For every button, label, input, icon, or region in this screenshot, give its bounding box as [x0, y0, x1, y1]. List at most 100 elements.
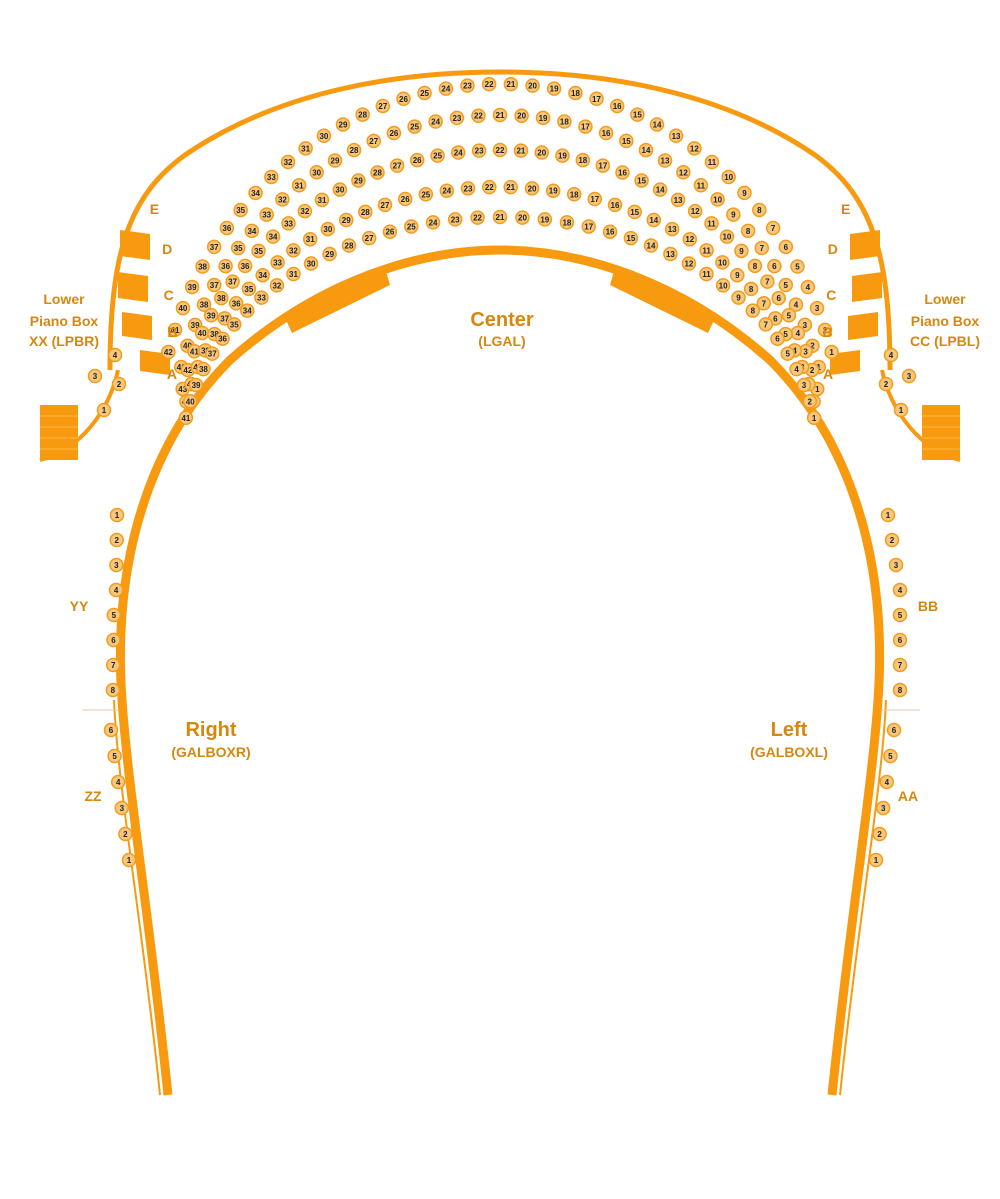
seat-bb-1[interactable]: 1 [880, 507, 896, 523]
seat-d-8[interactable]: 8 [740, 223, 756, 239]
seat-b-26[interactable]: 26 [397, 191, 413, 207]
seat-e-28[interactable]: 28 [355, 107, 370, 122]
seat-d-24[interactable]: 24 [428, 114, 443, 129]
seat-c-18[interactable]: 18 [575, 152, 591, 168]
seat-yy-2[interactable]: 2 [109, 532, 124, 548]
seat-bb-3[interactable]: 3 [888, 557, 904, 573]
seat-e-14[interactable]: 14 [649, 117, 665, 132]
seat-yy-4[interactable]: 4 [108, 582, 124, 598]
seat-a-30[interactable]: 30 [303, 256, 319, 271]
seat-b-30[interactable]: 30 [320, 221, 336, 237]
seat-a-9[interactable]: 9 [731, 290, 746, 305]
seat-c-35[interactable]: 35 [251, 243, 266, 259]
seat-xx-2[interactable]: 2 [111, 376, 127, 392]
seat-c-32[interactable]: 32 [297, 203, 313, 219]
seat-e-11[interactable]: 11 [704, 154, 720, 170]
seat-zz-1[interactable]: 1 [121, 852, 137, 868]
seat-b-28[interactable]: 28 [358, 204, 373, 220]
seat-c-28[interactable]: 28 [370, 165, 385, 180]
seat-b-33[interactable]: 33 [270, 255, 285, 270]
seat-c-12[interactable]: 12 [687, 203, 703, 219]
seat-a-33[interactable]: 33 [254, 290, 269, 305]
seat-c-26[interactable]: 26 [409, 152, 425, 168]
seat-b-8[interactable]: 8 [743, 281, 759, 297]
seat-c-13[interactable]: 13 [670, 192, 686, 208]
seat-bb-5[interactable]: 5 [892, 607, 908, 623]
seat-bb-8[interactable]: 8 [892, 682, 908, 698]
seat-a-3[interactable]: 3 [796, 377, 812, 393]
seat-aa-6[interactable]: 6 [886, 722, 902, 738]
seat-aa-4[interactable]: 4 [879, 774, 895, 790]
seat-aa-3[interactable]: 3 [875, 800, 891, 816]
seat-c-39[interactable]: 39 [203, 308, 219, 323]
seat-d-7[interactable]: 7 [754, 240, 770, 256]
seat-c-33[interactable]: 33 [281, 216, 296, 231]
seat-b-32[interactable]: 32 [286, 243, 301, 258]
seat-a-31[interactable]: 31 [286, 266, 301, 282]
seat-a-20[interactable]: 20 [515, 210, 530, 225]
seat-c-16[interactable]: 16 [615, 165, 630, 180]
seat-e-6[interactable]: 6 [778, 239, 794, 255]
seat-c-14[interactable]: 14 [652, 182, 668, 197]
seat-e-12[interactable]: 12 [687, 141, 702, 156]
seat-a-17[interactable]: 17 [581, 219, 596, 234]
seat-d-37[interactable]: 37 [206, 277, 222, 293]
seat-d-18[interactable]: 18 [557, 114, 572, 129]
seat-a-7[interactable]: 7 [758, 317, 774, 332]
seat-c-21[interactable]: 21 [513, 143, 529, 158]
seat-d-30[interactable]: 30 [309, 165, 324, 180]
seat-e-8[interactable]: 8 [752, 202, 767, 218]
seat-a-28[interactable]: 28 [341, 238, 357, 253]
seat-c-17[interactable]: 17 [595, 158, 611, 173]
seat-a-22[interactable]: 22 [470, 210, 485, 225]
seat-e-25[interactable]: 25 [417, 85, 432, 101]
seat-e-13[interactable]: 13 [668, 128, 684, 144]
seat-d-32[interactable]: 32 [275, 192, 290, 207]
seat-c-34[interactable]: 34 [265, 229, 281, 244]
seat-d-5[interactable]: 5 [778, 277, 794, 293]
seat-aa-2[interactable]: 2 [872, 826, 887, 842]
seat-a-4[interactable]: 4 [789, 361, 804, 377]
seat-d-12[interactable]: 12 [676, 165, 691, 180]
seat-a-27[interactable]: 27 [361, 230, 377, 246]
seat-a-11[interactable]: 11 [699, 266, 714, 282]
seat-e-34[interactable]: 34 [248, 185, 263, 201]
seat-cc-3[interactable]: 3 [901, 368, 917, 384]
seat-e-5[interactable]: 5 [790, 259, 805, 274]
seat-d-29[interactable]: 29 [327, 153, 343, 168]
seat-yy-3[interactable]: 3 [109, 557, 124, 573]
seat-e-4[interactable]: 4 [800, 279, 816, 295]
seat-a-16[interactable]: 16 [602, 224, 618, 239]
seat-c-10[interactable]: 10 [719, 229, 735, 244]
seat-c-7[interactable]: 7 [760, 274, 775, 289]
seat-c-40[interactable]: 40 [194, 325, 210, 341]
seat-b-27[interactable]: 27 [377, 197, 393, 213]
seat-b-35[interactable]: 35 [241, 281, 257, 297]
seat-a-1[interactable]: 1 [806, 410, 822, 426]
seat-d-21[interactable]: 21 [492, 107, 508, 123]
seat-b-15[interactable]: 15 [627, 204, 642, 220]
seat-zz-2[interactable]: 2 [118, 826, 133, 842]
seat-e-42[interactable]: 42 [161, 344, 176, 360]
seat-e-27[interactable]: 27 [375, 98, 391, 114]
seat-d-9[interactable]: 9 [726, 207, 741, 222]
seat-d-33[interactable]: 33 [259, 207, 274, 222]
seat-a-23[interactable]: 23 [447, 212, 463, 227]
seat-a-36[interactable]: 36 [215, 331, 230, 346]
seat-a-24[interactable]: 24 [425, 215, 441, 230]
seat-e-9[interactable]: 9 [737, 185, 752, 201]
seat-xx-1[interactable]: 1 [96, 402, 112, 418]
seat-e-39[interactable]: 39 [184, 279, 200, 295]
seat-c-20[interactable]: 20 [534, 145, 550, 160]
seat-c-25[interactable]: 25 [430, 148, 445, 163]
seat-c-11[interactable]: 11 [704, 216, 719, 231]
seat-zz-3[interactable]: 3 [114, 800, 130, 816]
seat-e-38[interactable]: 38 [195, 259, 210, 274]
seat-e-32[interactable]: 32 [280, 154, 296, 170]
seat-c-19[interactable]: 19 [555, 148, 570, 163]
seat-e-17[interactable]: 17 [589, 91, 604, 107]
seat-c-6[interactable]: 6 [771, 290, 786, 306]
seat-c-4[interactable]: 4 [790, 325, 806, 341]
seat-a-29[interactable]: 29 [322, 246, 337, 262]
seat-a-18[interactable]: 18 [559, 215, 575, 230]
